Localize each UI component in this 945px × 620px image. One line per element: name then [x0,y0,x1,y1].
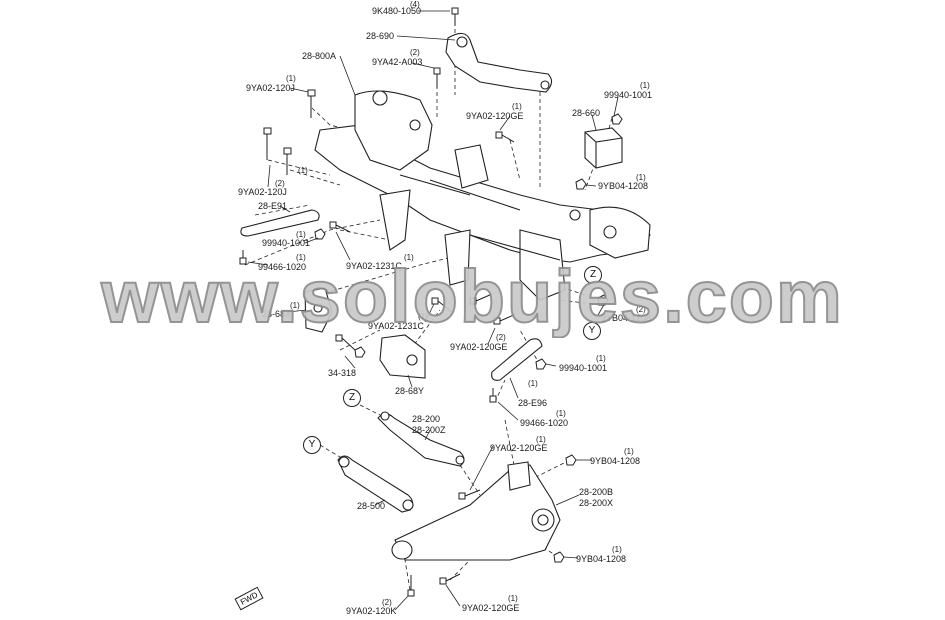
lateral-link-icon [240,209,320,237]
part-label: 28-690 [366,31,395,41]
quantity-marker: (1) [640,81,650,90]
part-label: 9YA02-120GE [466,111,524,121]
mount-icon [304,287,333,333]
part-label: 9YA02-1231C [368,321,424,331]
knuckle-icon [391,461,561,561]
callout-y: Y [583,322,601,340]
part-label: 9YB04-1208 [590,456,641,466]
quantity-marker: (1) [596,354,606,363]
part-label: 28-500 [357,501,386,511]
label-leader-lines [247,10,619,611]
upper-arm-icon [445,32,553,93]
part-label: 28-68Y [395,386,425,396]
part-label: 9YA02-120J [238,187,287,197]
part-label: 34-318 [328,368,357,378]
quantity-marker: (1) [528,379,538,388]
nut-icon [314,113,623,563]
callout-z: Z [584,266,602,284]
lateral-link-icon [491,338,543,381]
quantity-marker: (2) [275,179,285,188]
lateral-link-icon [337,455,414,513]
bushing-icon [584,127,623,169]
part-label: 99466-1020 [520,418,569,428]
part-label: 9YB04-1208 [601,313,652,323]
quantity-marker: (1) [536,435,546,444]
part-label: 28-E91 [258,201,288,211]
part-label: 99940-1001 [559,363,608,373]
part-label: 9YA02-120GE [490,443,548,453]
quantity-marker: (1) [286,74,296,83]
part-label: 9YA42-A003 [372,57,423,67]
part-label: 28-200X [579,498,614,508]
part-label: 9YA02-1231C [346,261,402,271]
quantity-marker: (1) [404,253,414,262]
callout-y: Y [303,436,321,454]
bracket-icon [379,334,426,379]
quantity-marker: (2) [382,598,392,607]
quantity-marker: (1) [418,312,428,321]
part-label: 99466-1020 [258,262,307,272]
callout-z: Z [343,389,361,407]
part-label: 99940-1001 [604,90,653,100]
part-label: 9YA02-120GE [462,603,520,613]
quantity-marker: (1) [636,173,646,182]
part-label: 9YA02-120GE [450,342,508,352]
quantity-marker: (1) [512,102,522,111]
part-label: 9YB04-1208 [598,181,649,191]
part-label: 28-E96 [518,398,548,408]
part-label: 9YB04-1208 [576,554,627,564]
part-label: 28-660 [572,108,601,118]
part-label: 9YA02-120K [346,606,397,616]
quantity-marker: (1) [298,166,308,175]
quantity-marker: (2) [410,48,420,57]
bolt-icon [239,7,517,597]
quantity-marker: (2) [636,305,646,314]
quantity-marker: (1) [556,409,566,418]
quantity-marker: (1) [296,230,306,239]
part-label: 9YA02-120J [246,83,295,93]
part-label: 99940-1001 [262,238,311,248]
quantity-marker: (1) [508,594,518,603]
part-label: 28-200Z [412,425,446,435]
quantity-marker: (1) [290,301,300,310]
control-arm-icon [377,411,465,467]
quantity-marker: (4) [410,0,420,9]
part-label: 28-800A [302,51,337,61]
part-label: 9K480-1050 [372,6,422,16]
part-label: 28-200 [412,414,441,424]
quantity-marker: (1) [612,545,622,554]
quantity-marker: (1) [624,447,634,456]
part-label: 28-68X [262,309,292,319]
watermark: www.solobujes.com [100,255,844,338]
quantity-marker: (2) [496,333,506,342]
subframe-icon [314,90,651,301]
part-label: 28-200B [579,487,614,497]
quantity-marker: (1) [296,253,306,262]
